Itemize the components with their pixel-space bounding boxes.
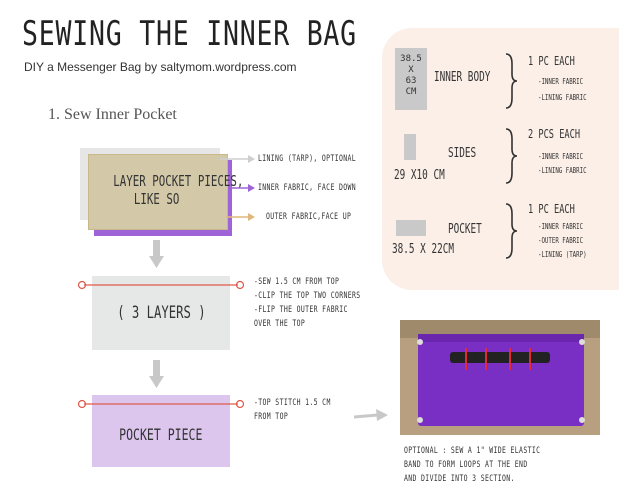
pocket-item-3: -LINING (TARP)	[538, 250, 587, 259]
sides-qty: 2 PCS EACH	[528, 127, 581, 141]
page-subtitle: DIY a Messenger Bag by saltymom.wordpres…	[24, 60, 297, 74]
right-arrow-icon	[354, 409, 388, 421]
sides-swatch	[404, 134, 416, 160]
three-layers-note-2: -CLIP THE TOP TWO CORNERS	[254, 291, 361, 301]
inner-body-dim-1: 38.5	[400, 54, 422, 64]
down-arrow-icon	[149, 240, 164, 268]
pocket-qty: 1 PC EACH	[528, 202, 575, 216]
sides-dimension: 29 X10 CM	[394, 168, 445, 183]
sides-item-2: -LINING FABRIC	[538, 166, 587, 175]
note-outer: OUTER FABRIC,FACE UP	[266, 212, 352, 222]
inner-arrow-head	[248, 184, 255, 192]
three-layers-box: ( 3 LAYERS )	[92, 276, 230, 350]
brace-icon	[505, 53, 518, 109]
optional-note-1: OPTIONAL : SEW A 1" WIDE ELASTIC	[404, 446, 541, 456]
layer-label-line2: LIKE SO	[134, 190, 180, 208]
lining-arrow-head	[248, 155, 255, 163]
inner-body-dimension: 38.5 X 63 CM	[395, 54, 427, 98]
pocket-item-1: -INNER FABRIC	[538, 222, 584, 231]
pocket-piece-label: POCKET PIECE	[119, 424, 203, 444]
page-title: SEWING THE INNER BAG	[22, 14, 357, 54]
outer-fabric-layer	[88, 154, 228, 230]
optional-note-2: BAND TO FORM LOOPS AT THE END	[404, 460, 528, 470]
pocket-photo	[400, 320, 600, 435]
layer-box-label: LAYER POCKET PIECES, LIKE SO	[88, 172, 243, 208]
layer-arrows	[220, 155, 255, 221]
pocket-photo-illustration	[400, 320, 600, 435]
pocket-item-2: -OUTER FABRIC	[538, 236, 584, 245]
inner-body-swatch	[395, 48, 427, 110]
three-layers-note-3: -FLIP THE OUTER FABRIC	[254, 305, 348, 315]
inner-body-qty: 1 PC EACH	[528, 54, 575, 68]
inner-body-dim-2: X	[408, 65, 414, 75]
pocket-note-1: -TOP STITCH 1.5 CM	[254, 398, 331, 408]
down-arrow-icon	[149, 360, 164, 388]
stitch-line-pocket	[77, 399, 245, 409]
stitch-line-top	[77, 280, 245, 290]
pocket-name: POCKET	[448, 222, 482, 237]
outer-arrow-head	[248, 213, 255, 221]
pocket-piece-box: POCKET PIECE	[92, 395, 230, 467]
pocket-note-2: FROM TOP	[254, 412, 289, 422]
inner-body-dim-4: CM	[405, 87, 417, 97]
sides-item-1: -INNER FABRIC	[538, 152, 584, 161]
three-layers-note-4: OVER THE TOP	[254, 319, 306, 329]
note-inner: INNER FABRIC, FACE DOWN	[258, 183, 357, 193]
sides-name: SIDES	[448, 146, 477, 161]
pocket-dimension: 38.5 X 22CM	[392, 242, 454, 257]
brace-icon	[505, 128, 518, 184]
note-lining: LINING (TARP), OPTIONAL	[258, 154, 357, 164]
inner-body-item-2: -LINING FABRIC	[538, 93, 587, 102]
pocket-swatch	[396, 220, 426, 236]
step-heading: 1. Sew Inner Pocket	[48, 106, 177, 123]
inner-body-name: INNER BODY	[434, 70, 491, 85]
three-layers-note-1: -SEW 1.5 CM FROM TOP	[254, 277, 340, 287]
brace-icon	[505, 203, 518, 259]
inner-body-dim-3: 63	[405, 76, 417, 86]
layer-label-line1: LAYER POCKET PIECES,	[113, 172, 244, 190]
three-layers-label: ( 3 LAYERS )	[116, 303, 206, 323]
optional-note-3: AND DIVIDE INTO 3 SECTION.	[404, 474, 515, 484]
inner-body-item-1: -INNER FABRIC	[538, 77, 584, 86]
